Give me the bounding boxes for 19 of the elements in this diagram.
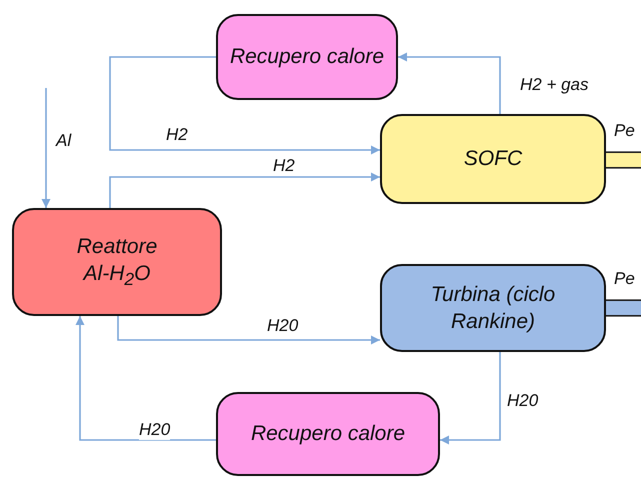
arrow [117, 316, 380, 344]
box-title: Reattore Al-H$_{2}$O [76, 234, 158, 292]
edge-label: H2 + gas [520, 76, 589, 95]
process-box [216, 392, 440, 476]
arrow [398, 52, 501, 114]
box-title: Recupero calore [250, 421, 406, 448]
edge-label: H20 [139, 421, 170, 440]
process-box [12, 208, 222, 316]
arrow [76, 316, 216, 441]
arrow [109, 172, 380, 208]
box-title: Turbina (ciclo Rankine) [430, 282, 556, 335]
box-title: Recupero calore [230, 44, 384, 70]
process-box [380, 264, 606, 352]
arrow [109, 56, 380, 154]
box-title: SOFC [464, 146, 522, 172]
process-box [216, 14, 398, 100]
arrow [440, 352, 501, 444]
arrow [42, 88, 50, 208]
process-box [380, 114, 606, 204]
